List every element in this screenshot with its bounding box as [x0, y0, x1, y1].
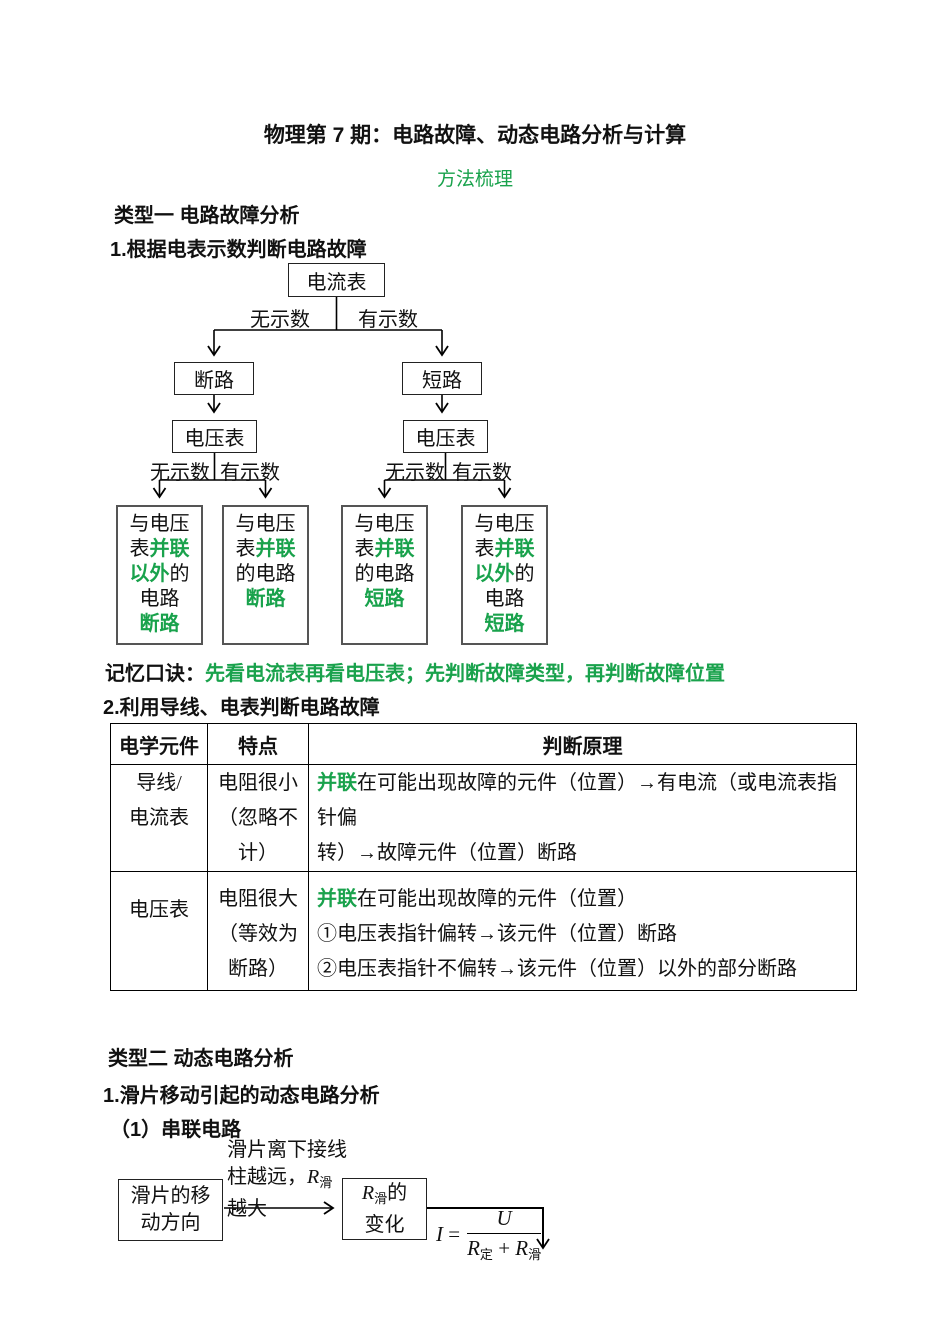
formula-numerator: U	[467, 1206, 542, 1234]
table-cell-component: 导线/电流表	[110, 764, 208, 872]
flow-label-no-reading: 无示数	[385, 462, 445, 484]
fault-result-box-2: 与电压表并联的电路断路	[222, 505, 309, 645]
flow-box-slider-direction: 滑片的移动方向	[118, 1179, 223, 1241]
formula-lhs: I =	[436, 1222, 461, 1246]
flow-label-has-reading: 有示数	[220, 462, 280, 484]
formula-denominator: R定 + R滑	[467, 1236, 542, 1262]
table-cell-feature: 电阻很大（等效为断路）	[207, 871, 309, 991]
flow-box-open-circuit: 断路	[174, 362, 254, 395]
mnemonic-text: 先看电流表再看电压表；先判断故障类型，再判断故障位置	[205, 663, 725, 685]
heading-type2-sub1: 1.滑片移动引起的动态电路分析	[103, 1085, 380, 1107]
fault-result-box-3: 与电压表并联的电路短路	[341, 505, 428, 645]
flow-label-has-reading: 有示数	[452, 462, 512, 484]
mnemonic-label: 记忆口诀：	[105, 663, 205, 685]
table-cell-principle: 并联在可能出现故障的元件（位置）→有电流（或电流表指针偏转）→故障元件（位置）断…	[308, 764, 857, 872]
table-header-component: 电学元件	[110, 723, 208, 765]
heading-type1: 类型一 电路故障分析	[114, 205, 300, 227]
table-header-feature: 特点	[207, 723, 309, 765]
flow-box-resistance-change: R滑的变化	[342, 1178, 427, 1240]
heading-type2: 类型二 动态电路分析	[108, 1048, 294, 1070]
flow-box-short-circuit: 短路	[402, 362, 482, 395]
page-title: 物理第 7 期：电路故障、动态电路分析与计算	[263, 124, 687, 147]
heading-series-circuit: （1）串联电路	[110, 1119, 242, 1141]
table-cell-component: 电压表	[110, 871, 208, 991]
formula-fraction: U R定 + R滑	[467, 1206, 542, 1263]
flow-label-has-reading: 有示数	[358, 309, 418, 331]
flow-box-voltmeter-left: 电压表	[172, 420, 257, 453]
flow-label-no-reading: 无示数	[150, 462, 210, 484]
table-header-principle: 判断原理	[308, 723, 857, 765]
slider-arrow-label: 滑片离下接线柱越远，R滑越大	[227, 1139, 347, 1220]
fault-result-box-4: 与电压表并联以外的电路短路	[461, 505, 548, 645]
fault-judgement-table: 电学元件 特点 判断原理 导线/电流表 电阻很小（忽略不计） 并联在可能出现故障…	[110, 723, 857, 991]
flow-label-no-reading: 无示数	[250, 309, 310, 331]
fault-result-box-1: 与电压表并联以外的电路断路	[116, 505, 203, 645]
table-row-wire-ammeter: 导线/电流表 电阻很小（忽略不计） 并联在可能出现故障的元件（位置）→有电流（或…	[110, 764, 857, 872]
flow-box-ammeter: 电流表	[288, 263, 385, 297]
table-header-row: 电学元件 特点 判断原理	[110, 723, 857, 765]
page-subtitle: 方法梳理	[436, 169, 513, 190]
flow-box-voltmeter-right: 电压表	[403, 420, 488, 453]
table-row-voltmeter: 电压表 电阻很大（等效为断路） 并联在可能出现故障的元件（位置）①电压表指针偏转…	[110, 871, 857, 991]
heading-type1-sub2: 2.利用导线、电表判断电路故障	[103, 697, 380, 719]
heading-type1-sub1: 1.根据电表示数判断电路故障	[110, 239, 367, 261]
table-cell-feature: 电阻很小（忽略不计）	[207, 764, 309, 872]
ohms-law-formula: I = U R定 + R滑	[436, 1206, 542, 1263]
mnemonic-line: 记忆口诀：先看电流表再看电压表；先判断故障类型，再判断故障位置	[105, 657, 725, 686]
